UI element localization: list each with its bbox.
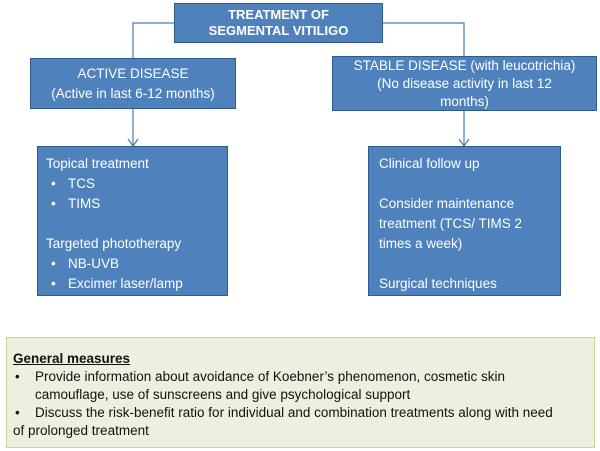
list-item: Provide information about avoidance of K… (13, 368, 588, 404)
active-disease-box: ACTIVE DISEASE (Active in last 6-12 mont… (30, 58, 236, 109)
active-heading-line-1: ACTIVE DISEASE (77, 65, 189, 81)
stable-disease-box: STABLE DISEASE (with leucotrichia) (No d… (332, 56, 597, 111)
maintenance-line-3: times a week) (379, 236, 463, 251)
general-measures-heading: General measures (13, 351, 131, 366)
stable-treatment-box: Clinical follow up Consider maintenance … (368, 146, 561, 296)
stable-heading-line-3: months) (440, 93, 489, 109)
measure-2-line-2: of prolonged treatment (13, 423, 149, 438)
list-item: TIMS (46, 194, 227, 214)
measure-1-line-1: Provide information about avoidance of K… (35, 369, 506, 384)
title-box: TREATMENT OF SEGMENTAL VITILIGO (174, 3, 383, 43)
phototherapy-list: NB-UVB Excimer laser/lamp (46, 254, 227, 294)
topical-treatment-label: Topical treatment (46, 156, 149, 171)
general-measures-list: Provide information about avoidance of K… (13, 368, 588, 440)
measure-2-line-1: Discuss the risk-benefit ratio for indiv… (35, 405, 553, 420)
title-line-1: TREATMENT OF (228, 7, 329, 22)
phototherapy-label: Targeted phototherapy (46, 236, 182, 251)
topical-treatment-list: TCS TIMS (46, 174, 227, 214)
general-measures-box: General measures Provide information abo… (6, 337, 595, 448)
title-to-active-connector (132, 22, 174, 58)
title-to-stable-connector (383, 22, 465, 56)
active-treatment-box: Topical treatment TCS TIMS Targeted phot… (37, 146, 228, 296)
stable-heading-line-2: (No disease activity in last 12 (377, 75, 552, 91)
list-item: TCS (46, 174, 227, 194)
title-line-2: SEGMENTAL VITILIGO (208, 23, 349, 38)
clinical-follow-up: Clinical follow up (379, 156, 480, 171)
list-item: NB-UVB (46, 254, 227, 274)
active-heading-line-2: (Active in last 6-12 months) (51, 85, 215, 101)
maintenance-line-1: Consider maintenance (379, 196, 515, 211)
measure-1-line-2: camouflage, use of sunscreens and give p… (35, 387, 411, 402)
maintenance-line-2: treatment (TCS/ TIMS 2 (379, 216, 523, 231)
surgical-techniques: Surgical techniques (379, 276, 497, 291)
stable-heading-line-1: STABLE DISEASE (with leucotrichia) (353, 57, 576, 73)
list-item: Excimer laser/lamp (46, 274, 227, 294)
list-item: Discuss the risk-benefit ratio for indiv… (13, 404, 588, 440)
